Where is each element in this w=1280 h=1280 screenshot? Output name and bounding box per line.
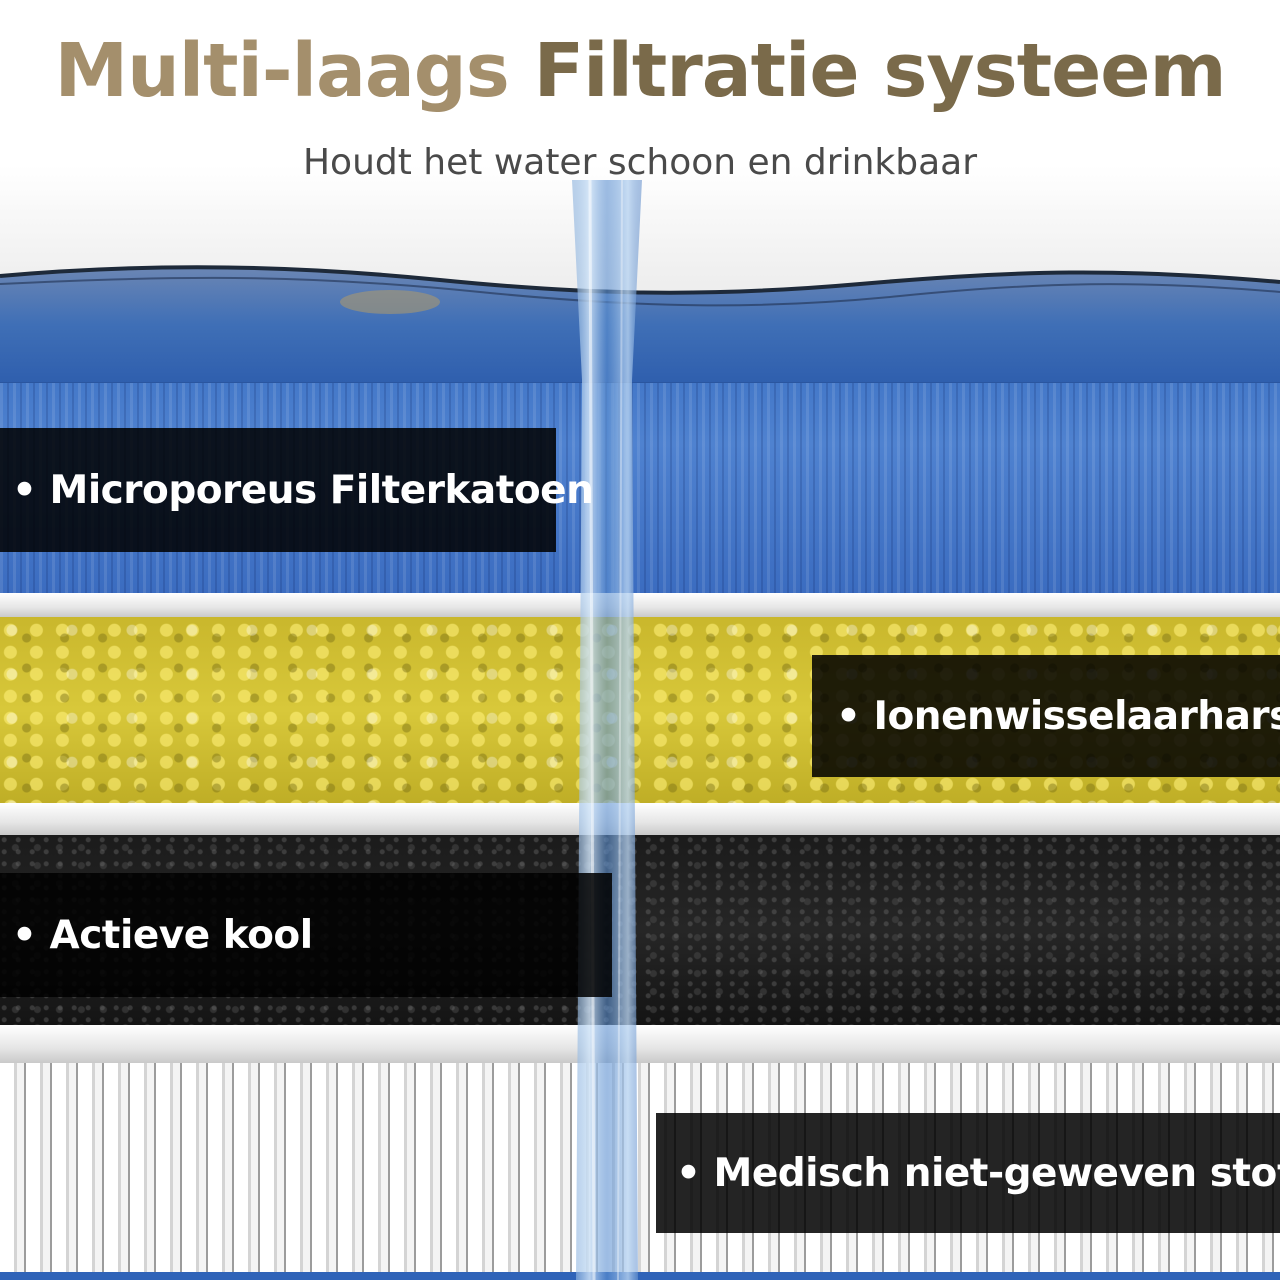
water-surface-image bbox=[0, 265, 1280, 382]
layer-separator bbox=[0, 803, 1280, 835]
label-ion-exchange-resin: • Ionenwisselaarhars bbox=[836, 693, 1280, 739]
water-stream-image bbox=[572, 180, 642, 1280]
layer-separator bbox=[0, 1025, 1280, 1063]
header: Multi-laags Filtratie systeem Houdt het … bbox=[0, 0, 1280, 300]
title-part-1: Multi-laags bbox=[54, 28, 509, 114]
label-band-ion-exchange-resin: • Ionenwisselaarhars bbox=[812, 655, 1280, 777]
label-filter-cotton: • Microporeus Filterkatoen bbox=[12, 467, 594, 513]
label-band-non-woven-fabric: • Medisch niet-geweven stof bbox=[656, 1113, 1280, 1233]
bottom-rim bbox=[0, 1272, 1280, 1280]
label-activated-carbon: • Actieve kool bbox=[12, 912, 313, 958]
label-band-activated-carbon: • Actieve kool bbox=[0, 873, 612, 997]
label-non-woven-fabric: • Medisch niet-geweven stof bbox=[676, 1150, 1280, 1196]
label-band-filter-cotton: • Microporeus Filterkatoen bbox=[0, 428, 594, 552]
title-part-2: Filtratie systeem bbox=[533, 28, 1227, 114]
page-subtitle: Houdt het water schoon en drinkbaar bbox=[302, 142, 978, 183]
layer-separator bbox=[0, 593, 1280, 617]
page-title: Multi-laags Filtratie systeem bbox=[0, 34, 1280, 108]
